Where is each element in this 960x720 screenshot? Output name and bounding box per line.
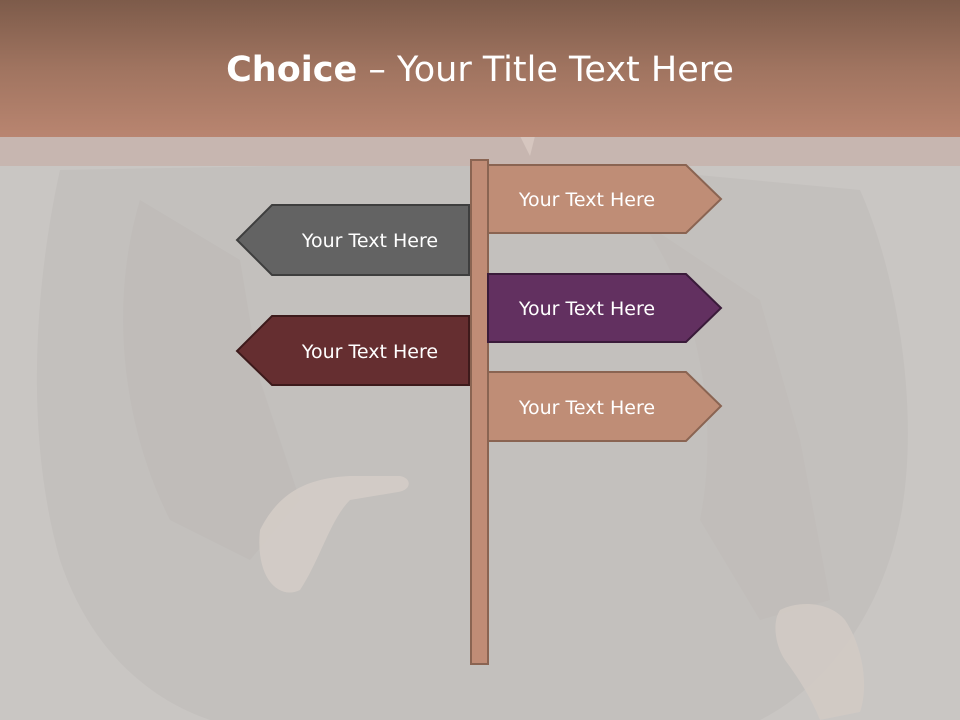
sign-left-top-label: Your Text Here [301,230,438,252]
slide-title: Choice – Your Title Text Here [0,50,960,90]
sign-right-top-label: Your Text Here [518,189,655,211]
sign-left-bottom[interactable]: Your Text Here [235,315,470,386]
title-text: Your Title Text Here [397,50,734,90]
sign-left-top[interactable]: Your Text Here [235,204,470,276]
header-bar [0,0,960,137]
sign-right-middle[interactable]: Your Text Here [487,273,723,343]
sign-right-bottom[interactable]: Your Text Here [487,371,723,442]
sign-right-top[interactable]: Your Text Here [487,164,723,234]
sign-left-bottom-label: Your Text Here [301,341,438,363]
title-separator: – [357,50,397,90]
sign-right-middle-label: Your Text Here [518,298,655,320]
title-bold: Choice [226,50,358,90]
signpost-pole [470,159,489,665]
sign-right-bottom-label: Your Text Here [518,397,655,419]
